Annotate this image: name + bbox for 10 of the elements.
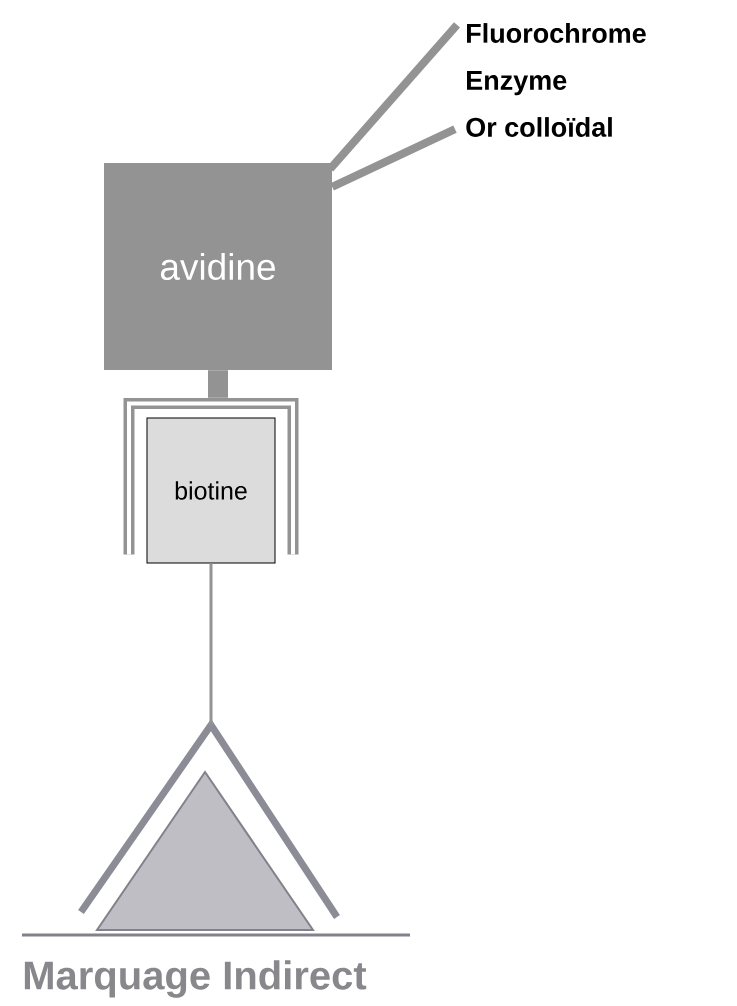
connector-line — [208, 370, 228, 398]
biotine-box: biotine — [146, 417, 276, 564]
antibody-chevron — [78, 718, 340, 919]
leader-line — [327, 22, 460, 172]
caption: Marquage Indirect — [24, 960, 367, 998]
label-text: Fluorochrome Enzyme Or colloïdal — [466, 23, 646, 137]
bracket-drawing — [123, 398, 299, 555]
avidine-box: avidine — [104, 163, 332, 370]
connector-line — [209, 563, 213, 725]
leader-line — [330, 125, 457, 191]
